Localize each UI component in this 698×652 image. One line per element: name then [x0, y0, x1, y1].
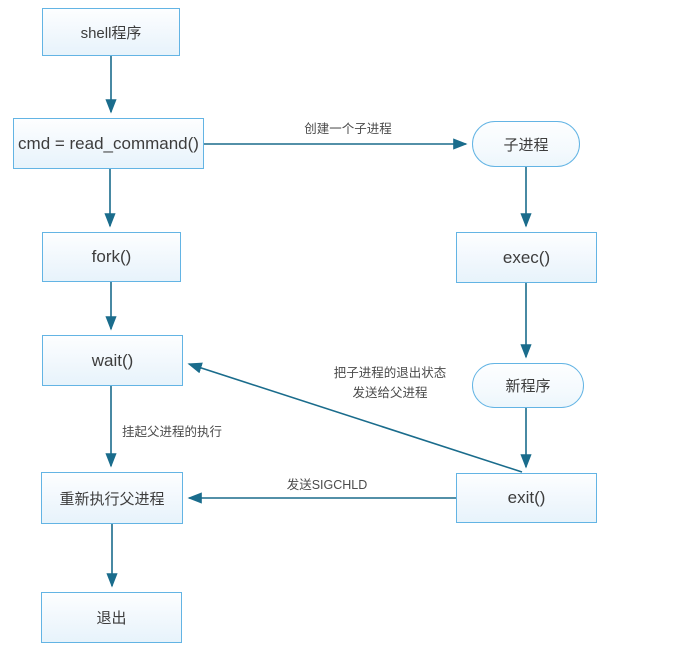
edge-exit-to-wait	[187, 362, 523, 473]
node-child-process: 子进程	[472, 121, 580, 167]
edge-label-exit-status-line1: 把子进程的退出状态	[333, 366, 447, 380]
edge-label-suspend-parent: 挂起父进程的执行	[122, 425, 223, 439]
node-fork: fork()	[42, 232, 181, 282]
node-exit: exit()	[456, 473, 597, 523]
edge-label-create-child: 创建一个子进程	[304, 122, 392, 136]
node-rerun-parent: 重新执行父进程	[41, 472, 183, 524]
edge-label-exit-status-line2: 发送给父进程	[352, 386, 428, 400]
node-read-command: cmd = read_command()	[13, 118, 204, 169]
edge-label-send-sigchld: 发送SIGCHLD	[286, 478, 368, 492]
node-quit: 退出	[41, 592, 182, 643]
node-wait: wait()	[42, 335, 183, 386]
node-new-program: 新程序	[472, 363, 584, 408]
node-exec: exec()	[456, 232, 597, 283]
node-shell-program: shell程序	[42, 8, 180, 56]
